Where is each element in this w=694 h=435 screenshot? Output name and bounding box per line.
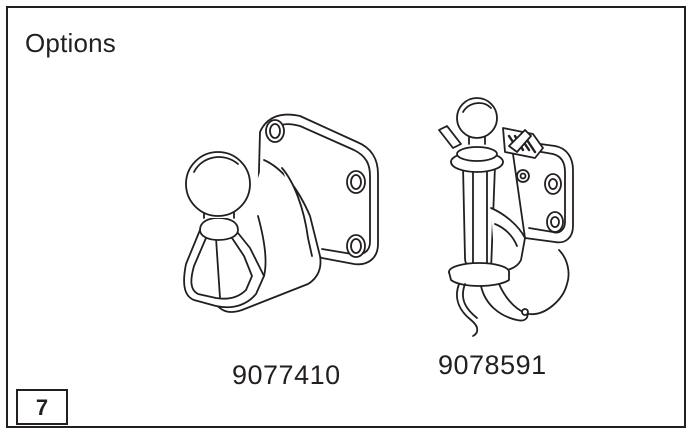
figure-number: 7 [35, 395, 49, 420]
page-title: Options [25, 28, 117, 58]
part-number-label: 9077410 [232, 360, 341, 390]
detachable-tow-ball-icon [438, 97, 574, 337]
part-number-label: 9078591 [438, 350, 547, 380]
figure-frame [6, 6, 686, 428]
figure-number-box: 7 [16, 389, 68, 425]
fixed-tow-ball-icon [183, 113, 379, 313]
